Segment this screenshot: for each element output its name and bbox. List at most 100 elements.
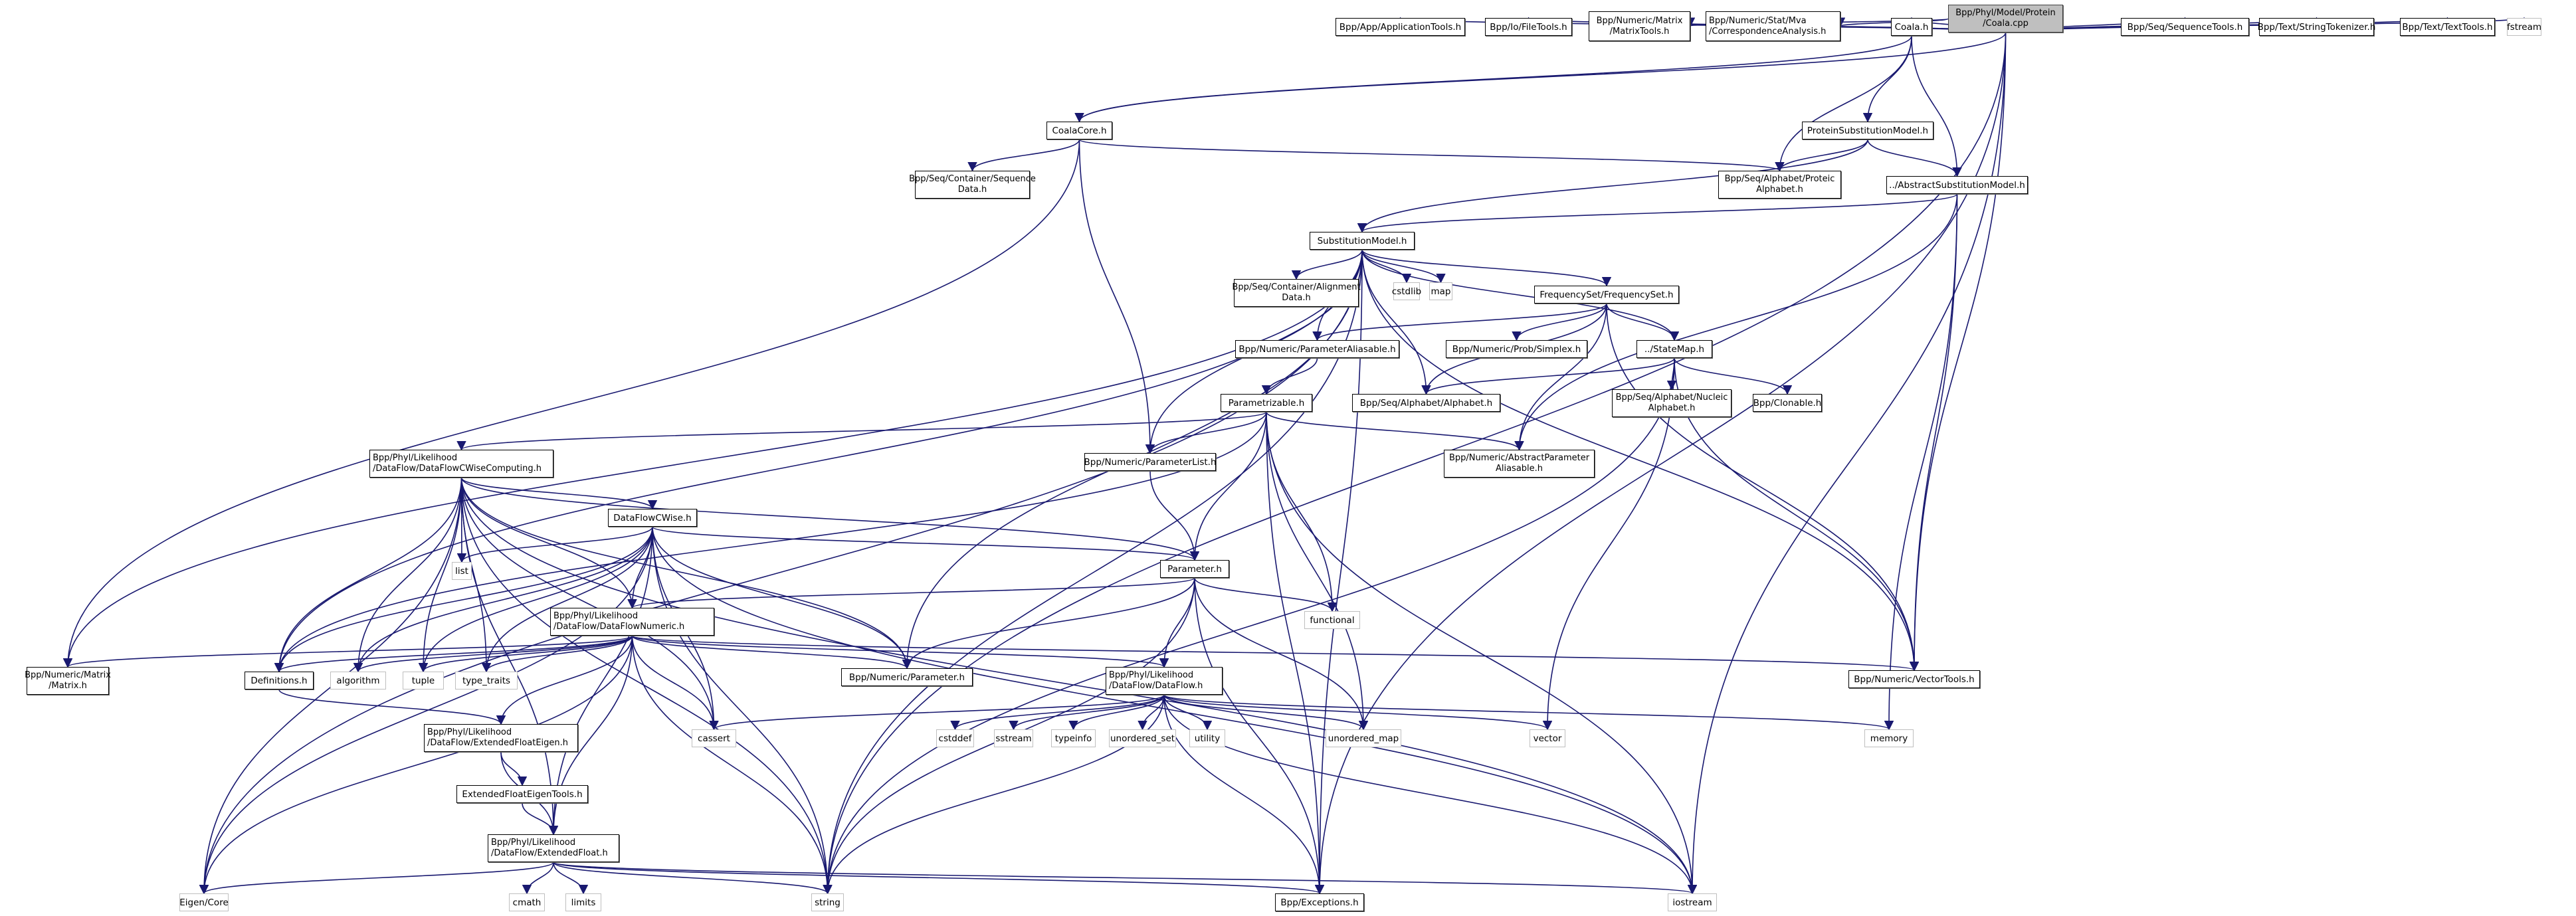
edge-sub_model-to-string <box>823 249 1363 895</box>
node-alphabet[interactable]: Bpp/Seq/Alphabet/Alphabet.h <box>1352 394 1500 412</box>
node-vector-tools[interactable]: Bpp/Numeric/VectorTools.h <box>1848 670 1980 688</box>
node-file-tools[interactable]: Bpp/Io/FileTools.h <box>1485 18 1572 36</box>
node-list: list <box>452 562 472 580</box>
node-memory: memory <box>1864 729 1914 747</box>
edge-ext_float-to-eigen_core <box>199 862 554 895</box>
edge-dataflow-to-utility <box>1163 694 1213 731</box>
edge-state_map-to-vector <box>1542 357 1675 731</box>
edge-parametrizable-to-df_cwise_comp <box>456 411 1267 451</box>
edge-freq_set-to-simplex <box>1512 303 1607 341</box>
edge-sub_model-to-align_data <box>1291 249 1363 280</box>
node-string-tokenizer[interactable]: Bpp/Text/StringTokenizer.h <box>2258 18 2375 36</box>
node-sequence-tools[interactable]: Bpp/Seq/SequenceTools.h <box>2121 18 2249 36</box>
node-correspondence-analysis[interactable]: Bpp/Numeric/Stat/Mva /CorrespondenceAnal… <box>1706 11 1840 41</box>
edge-coala_core-to-matrix_h <box>62 139 1080 668</box>
edge-sub_model-to-vector_tools <box>1361 249 1920 672</box>
edge-ext_float-to-string <box>553 862 833 895</box>
edge-abs_sub-to-vector_tools <box>1909 193 1958 672</box>
node-cstdlib: cstdlib <box>1392 282 1421 300</box>
node-proteic-alphabet[interactable]: Bpp/Seq/Alphabet/Proteic Alphabet.h <box>1718 171 1841 199</box>
edge-parametrizable-to-parameter_h <box>1189 411 1267 561</box>
node-parameter-aliasable[interactable]: Bpp/Numeric/ParameterAliasable.h <box>1235 340 1399 358</box>
edge-coala_cpp-to-string <box>823 32 2007 895</box>
node-text-tools[interactable]: Bpp/Text/TextTools.h <box>2400 18 2495 36</box>
edge-df_numeric-to-type_traits <box>481 635 633 673</box>
edge-prot_sub-to-proteic <box>1775 139 1868 172</box>
node-parameter-h[interactable]: Parameter.h <box>1160 560 1229 578</box>
node-sstream: sstream <box>994 729 1033 747</box>
edge-coala_h-to-coala_core <box>1074 35 1912 123</box>
edge-df_cwise_comp-to-algorithm <box>353 477 462 673</box>
edge-df_numeric-to-tuple <box>418 635 633 673</box>
node-protein-substitution-model[interactable]: ProteinSubstitutionModel.h <box>1802 122 1933 139</box>
node-frequency-set[interactable]: FrequencySet/FrequencySet.h <box>1534 286 1679 304</box>
node-clonable[interactable]: Bpp/Clonable.h <box>1753 394 1822 412</box>
edge-sub_model-to-freq_set <box>1361 249 1612 287</box>
edge-df_cwise_comp-to-num_param <box>460 477 912 670</box>
edge-coala_core-to-seq_data <box>967 139 1080 172</box>
node-dataflow[interactable]: Bpp/Phyl/Likelihood /DataFlow/DataFlow.h <box>1106 667 1223 695</box>
edge-df_cwise_comp-to-df_numeric <box>460 477 637 609</box>
node-numeric-parameter[interactable]: Bpp/Numeric/Parameter.h <box>841 668 973 686</box>
node-simplex[interactable]: Bpp/Numeric/Prob/Simplex.h <box>1446 340 1587 358</box>
node-state-map[interactable]: ../StateMap.h <box>1636 340 1712 358</box>
edge-df_cwise-to-list <box>456 526 653 563</box>
node-functional: functional <box>1304 611 1360 629</box>
edge-dataflow-to-exceptions <box>1163 694 1325 895</box>
node-coala-h[interactable]: Coala.h <box>1891 18 1932 36</box>
edge-dataflow-to-memory <box>1163 694 1894 731</box>
edge-df_cwise_comp-to-df_cwise <box>460 477 658 510</box>
edge-definitions-to-ext_float_eigen <box>278 689 506 725</box>
node-limits: limits <box>565 893 601 911</box>
node-dataflow-numeric[interactable]: Bpp/Phyl/Likelihood /DataFlow/DataFlowNu… <box>550 608 714 636</box>
edge-ext_float-to-cmath <box>522 862 554 895</box>
edge-df_cwise_comp-to-definitions <box>274 477 462 673</box>
node-parametrizable[interactable]: Parametrizable.h <box>1221 394 1312 412</box>
node-coala-core[interactable]: CoalaCore.h <box>1046 122 1112 139</box>
node-nucleic-alphabet[interactable]: Bpp/Seq/Alphabet/Nucleic Alphabet.h <box>1612 389 1732 417</box>
node-extended-float[interactable]: Bpp/Phyl/Likelihood /DataFlow/ExtendedFl… <box>488 834 619 862</box>
edge-parameter_h-to-df_numeric <box>627 577 1195 609</box>
edge-df_cwise-to-num_param <box>652 526 912 670</box>
node-alignment-data[interactable]: Bpp/Seq/Container/Alignment Data.h <box>1232 279 1361 307</box>
node-definitions[interactable]: Definitions.h <box>245 672 314 689</box>
edge-sub_model-to-state_map <box>1361 249 1680 341</box>
node-abstract-parameter-aliasable[interactable]: Bpp/Numeric/AbstractParameter Aliasable.… <box>1444 450 1595 478</box>
node-abstract-substitution-model[interactable]: ../AbstractSubstitutionModel.h <box>1886 176 2028 194</box>
node-sequence-data[interactable]: Bpp/Seq/Container/Sequence Data.h <box>909 171 1036 199</box>
edge-parametrizable-to-abs_param_alias <box>1266 411 1524 451</box>
node-dataflow-cwise-computing[interactable]: Bpp/Phyl/Likelihood /DataFlow/DataFlowCW… <box>369 450 553 478</box>
node-typeinfo: typeinfo <box>1051 729 1096 747</box>
edge-df_numeric-to-cassert <box>631 635 719 731</box>
node-matrix-h[interactable]: Bpp/Numeric/Matrix /Matrix.h <box>25 667 111 695</box>
edge-abs_sub-to-abs_param_alias <box>1514 193 1958 451</box>
edge-abs_sub-to-memory <box>1884 193 1958 731</box>
node-extended-float-eigen-tools[interactable]: ExtendedFloatEigenTools.h <box>456 785 588 803</box>
edge-parametrizable-to-exceptions <box>1266 411 1325 895</box>
edge-ext_float-to-iostream <box>553 862 1697 895</box>
node-coala-cpp[interactable]: Bpp/Phyl/Model/Protein /Coala.cpp <box>1948 5 2063 33</box>
edge-dataflow-to-vector <box>1163 694 1552 731</box>
edge-df_cwise_comp-to-parameter_h <box>460 477 1199 561</box>
edge-df_numeric-to-ext_float_eigen <box>496 635 633 725</box>
edge-freq_set-to-state_map <box>1606 303 1680 341</box>
edge-sub_model-to-map <box>1361 249 1446 284</box>
edge-parameter_h-to-exceptions <box>1194 577 1325 895</box>
node-exceptions[interactable]: Bpp/Exceptions.h <box>1275 893 1364 911</box>
edge-df_cwise_comp-to-cassert <box>460 477 719 731</box>
edge-df_numeric-to-dataflow <box>631 635 1169 668</box>
node-substitution-model[interactable]: SubstitutionModel.h <box>1310 232 1415 250</box>
edge-parameter_h-to-functional <box>1194 577 1338 612</box>
edge-dataflow-to-cstddef <box>950 694 1165 731</box>
edge-df_cwise-to-ext_float <box>548 526 653 836</box>
edge-df_cwise-to-string <box>652 526 833 895</box>
node-unordered-set: unordered_set <box>1109 729 1176 747</box>
node-matrix-tools[interactable]: Bpp/Numeric/Matrix /MatrixTools.h <box>1589 11 1690 41</box>
edge-state_map-to-clonable <box>1674 357 1793 395</box>
edge-coala_core-to-proteic <box>1078 139 1785 172</box>
node-dataflow-cwise[interactable]: DataFlowCWise.h <box>608 509 697 527</box>
node-application-tools[interactable]: Bpp/App/ApplicationTools.h <box>1336 18 1465 36</box>
node-parameter-list[interactable]: Bpp/Numeric/ParameterList.h <box>1084 453 1217 471</box>
node-extended-float-eigen[interactable]: Bpp/Phyl/Likelihood /DataFlow/ExtendedFl… <box>424 724 578 752</box>
edge-df_numeric-to-string <box>631 635 833 895</box>
